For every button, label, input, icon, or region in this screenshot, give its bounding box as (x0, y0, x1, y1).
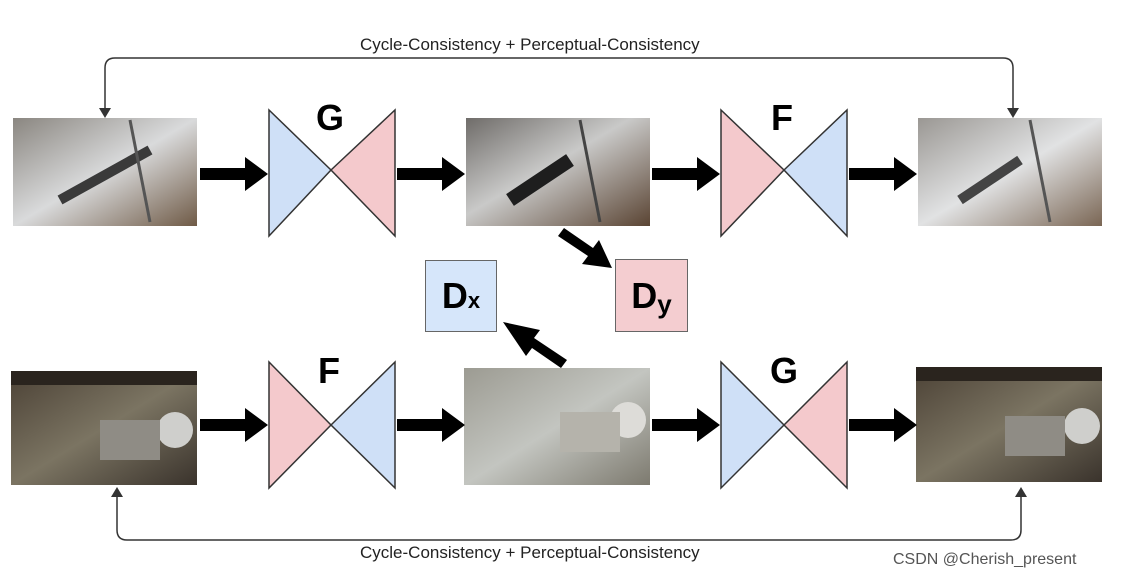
watermark: CSDN @Cherish_present (893, 551, 1077, 568)
bottom-input-image (11, 371, 197, 485)
top-caption: Cycle-Consistency + Perceptual-Consisten… (360, 35, 700, 54)
bottom-cycle-arrow (116, 492, 1022, 541)
top-translated-image (466, 118, 650, 226)
arrow-top-2 (397, 157, 465, 191)
arrow-bottom-4 (849, 408, 917, 442)
top-generator-g (268, 108, 396, 238)
bottom-caption: Cycle-Consistency + Perceptual-Consisten… (360, 543, 700, 562)
dx-sub: x (467, 288, 481, 313)
arrow-to-dy (558, 228, 612, 268)
bottom-translated-image (464, 368, 650, 485)
bottom-flow-arrows (200, 408, 917, 442)
arrow-to-dx (503, 322, 567, 368)
bottom-cycle-arrowhead-right (1015, 487, 1027, 497)
dx-main: D (441, 275, 468, 316)
bottom-reconstructed-image (916, 367, 1102, 482)
top-input-image (13, 118, 197, 226)
top-generator-g-label: G (316, 97, 345, 138)
arrow-top-3 (652, 157, 720, 191)
arrow-bottom-2 (397, 408, 465, 442)
bottom-generator-f-label: F (318, 350, 340, 391)
bottom-cycle-arrowhead-left (111, 487, 123, 497)
top-cycle-arrow (104, 57, 1014, 113)
bottom-generator-g (720, 360, 848, 490)
bottom-generator-g-label: G (770, 350, 799, 391)
dy-sub: y (657, 289, 672, 319)
top-generator-f (720, 108, 848, 238)
top-generator-f-label: F (771, 97, 793, 138)
top-reconstructed-image (918, 118, 1102, 226)
arrow-bottom-1 (200, 408, 268, 442)
top-flow-arrows (200, 157, 917, 191)
top-cycle-arrowhead-right (1007, 108, 1019, 118)
dy-main: D (631, 274, 658, 316)
arrow-top-4 (849, 157, 917, 191)
bottom-generator-f (268, 360, 396, 490)
top-cycle-arrowhead-left (99, 108, 111, 118)
arrow-top-1 (200, 157, 268, 191)
arrow-bottom-3 (652, 408, 720, 442)
